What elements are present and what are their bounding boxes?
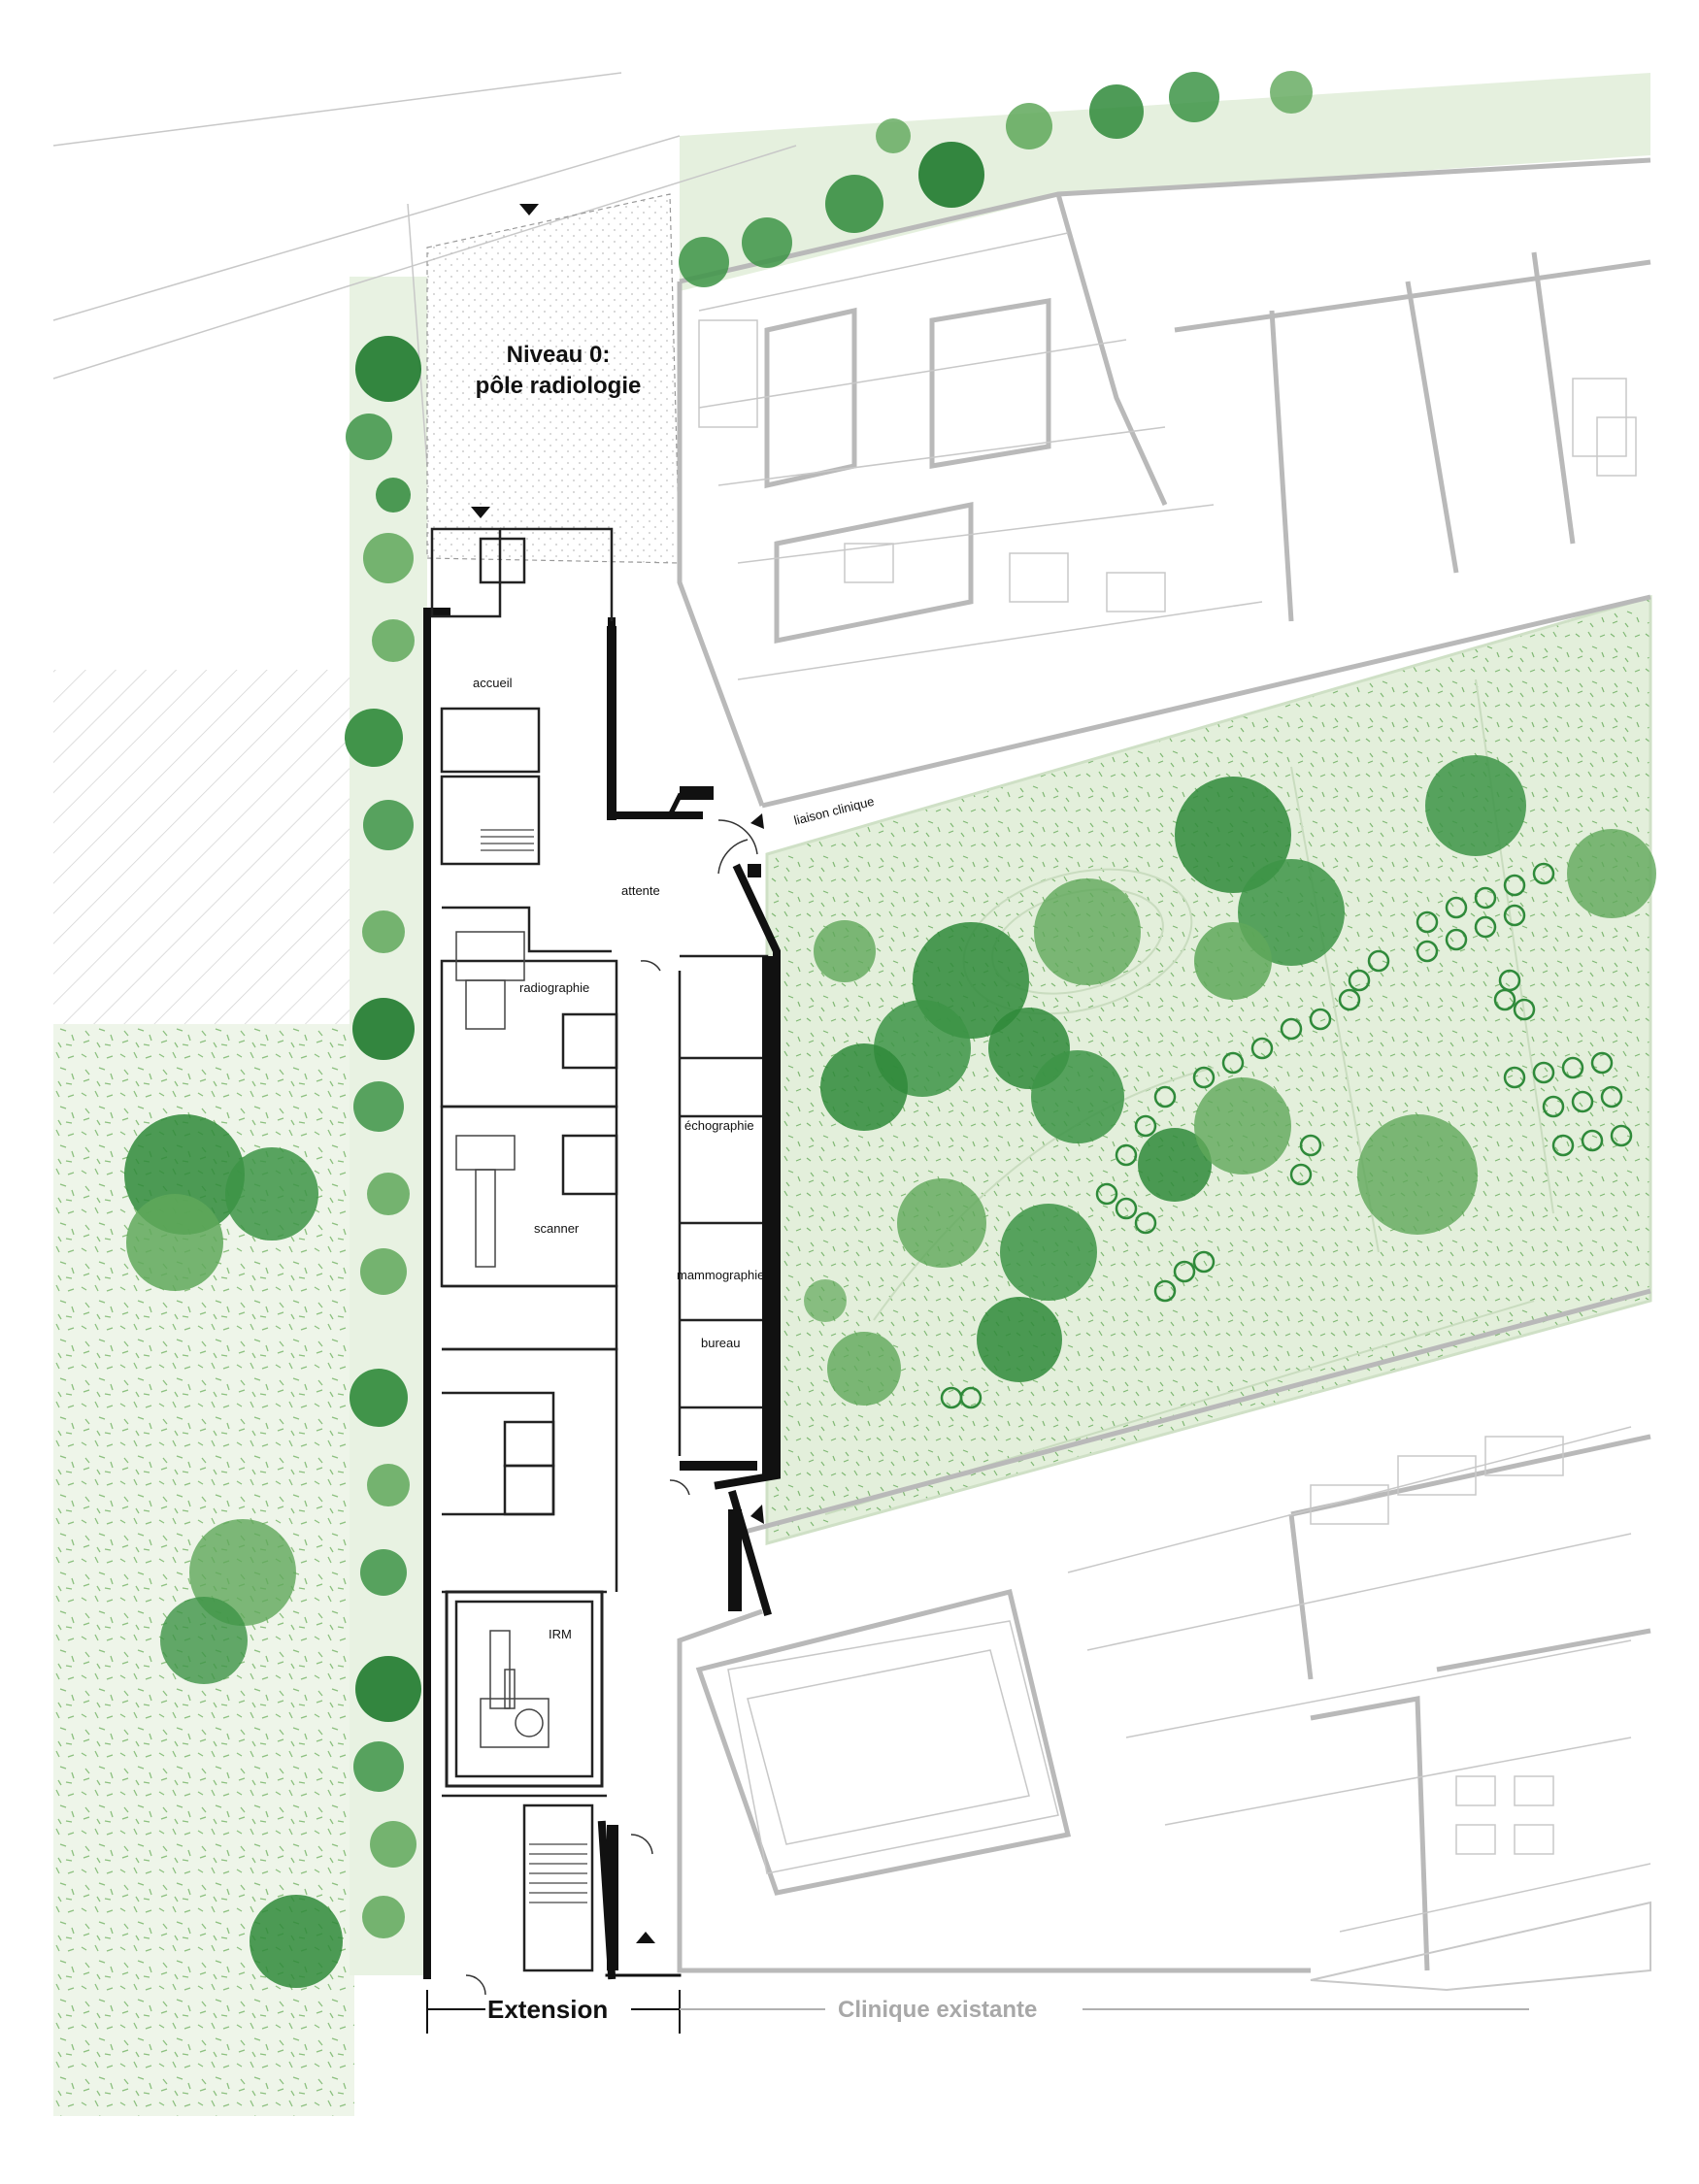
plan-title-line1: Niveau 0: xyxy=(506,342,611,368)
tree-icon xyxy=(1425,755,1526,856)
dimension-extension xyxy=(426,1990,681,2034)
round-shrub-icon xyxy=(353,1741,404,1792)
room-label-bureau: bureau xyxy=(701,1336,741,1350)
extension-black-blocks xyxy=(607,626,774,1970)
existing-clinic-bottom-thin xyxy=(727,1426,1651,1992)
tree-icon xyxy=(1357,1114,1478,1235)
round-shrub-icon xyxy=(1270,71,1313,114)
stairs xyxy=(481,829,587,1903)
tree-icon xyxy=(1194,922,1272,1000)
tree-icon xyxy=(126,1194,223,1291)
tree-icon xyxy=(1000,1204,1097,1301)
round-shrub-icon xyxy=(362,910,405,953)
round-shrub-icon xyxy=(353,1081,404,1132)
round-shrub-icon xyxy=(370,1821,416,1868)
entrance-arrow-icon xyxy=(471,507,490,518)
entrance-arrow-icon xyxy=(750,1505,764,1524)
tree-icon xyxy=(1034,878,1141,985)
mri-machine xyxy=(480,1630,550,1748)
tree-icon xyxy=(250,1895,343,1988)
round-shrub-icon xyxy=(367,1464,410,1506)
round-shrub-icon xyxy=(360,1248,407,1295)
round-shrub-icon xyxy=(679,237,729,287)
existing-clinic-label: Clinique existante xyxy=(838,1997,1038,2023)
round-shrub-icon xyxy=(1089,84,1144,139)
palm-icon xyxy=(352,998,415,1060)
round-shrub-icon xyxy=(363,533,414,583)
round-shrub-icon xyxy=(876,118,911,153)
round-shrub-icon xyxy=(360,1549,407,1596)
tree-icon xyxy=(225,1147,318,1241)
round-shrub-icon xyxy=(1006,103,1052,149)
forecourt xyxy=(426,193,681,564)
room-label-echographie: échographie xyxy=(684,1118,754,1133)
room-label-mammographie: mammographie xyxy=(677,1268,765,1282)
round-shrub-icon xyxy=(825,175,883,233)
top-hedge-trees xyxy=(679,71,1313,287)
courtyard-small-trees xyxy=(940,862,1633,1409)
hedge-strip-trees xyxy=(345,336,421,1938)
entrance-arrow-icon xyxy=(750,813,764,829)
room-label-scanner: scanner xyxy=(534,1221,580,1236)
tree-icon xyxy=(820,1043,908,1131)
existing-clinic-bottom xyxy=(677,1288,1651,1973)
tree-icon xyxy=(977,1297,1062,1382)
street-lines xyxy=(52,72,797,467)
palm-icon xyxy=(918,142,984,208)
existing-clinic-top xyxy=(677,157,1651,809)
room-label-radiographie: radiographie xyxy=(519,980,590,995)
palm-icon xyxy=(345,709,403,767)
tree-icon xyxy=(897,1178,986,1268)
tree-icon xyxy=(1194,1077,1291,1175)
top-hedge-band xyxy=(680,73,1650,291)
round-shrub-icon xyxy=(367,1173,410,1215)
extension-label: Extension xyxy=(487,1995,609,2024)
plan-title: Niveau 0: pôle radiologie xyxy=(442,340,675,402)
room-label-accueil: accueil xyxy=(473,676,513,690)
tree-icon xyxy=(814,920,876,982)
tree-icon xyxy=(1175,777,1291,893)
room-label-attente: attente xyxy=(621,883,660,898)
palm-icon xyxy=(350,1369,408,1427)
plan-title-line2: pôle radiologie xyxy=(475,373,642,399)
tree-icon xyxy=(804,1279,847,1322)
entrance-arrows xyxy=(471,204,764,1943)
round-shrub-icon xyxy=(363,800,414,850)
tree-icon xyxy=(1031,1050,1124,1143)
extension-partitions xyxy=(430,527,769,1972)
round-shrub-icon xyxy=(346,414,392,460)
tree-icon xyxy=(160,1597,248,1684)
tree-icon xyxy=(1138,1128,1212,1202)
tree-icon xyxy=(827,1332,901,1406)
palm-icon xyxy=(355,1656,421,1722)
left-lawn-trees xyxy=(124,1114,343,1988)
round-shrub-icon xyxy=(372,619,415,662)
round-shrub-icon xyxy=(376,478,411,513)
door-swings xyxy=(465,819,758,1996)
tree-icon xyxy=(1567,829,1656,918)
palm-icon xyxy=(355,336,421,402)
entrance-arrow-icon xyxy=(519,204,539,215)
round-shrub-icon xyxy=(1169,72,1219,122)
room-label-irm: IRM xyxy=(549,1627,572,1641)
courtyard-trees xyxy=(804,755,1656,1406)
round-shrub-icon xyxy=(742,217,792,268)
scanner-table xyxy=(455,931,525,1268)
entrance-arrow-icon xyxy=(636,1932,655,1943)
existing-clinic-top-thin xyxy=(698,232,1637,680)
round-shrub-icon xyxy=(362,1896,405,1938)
hatched-plot xyxy=(53,670,350,1024)
